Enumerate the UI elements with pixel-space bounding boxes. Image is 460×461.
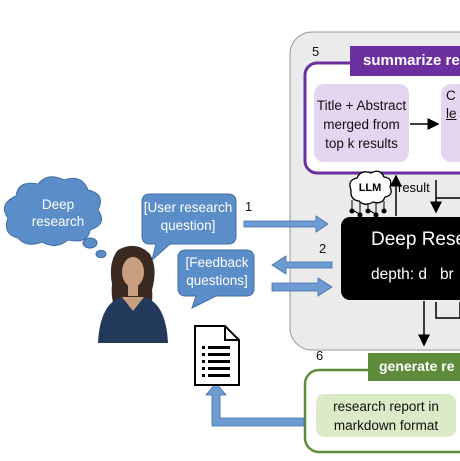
cut-box-top-text: C (446, 88, 456, 103)
feedback-callout-text: [Feedback questions] (185, 255, 249, 288)
user-question-callout (141, 193, 237, 262)
core-title: Deep Rese (371, 229, 460, 250)
summarize-header: summarize rese (363, 52, 460, 69)
generate-header: generate re (379, 358, 455, 374)
document-icon (194, 325, 240, 386)
generate-header-bg (368, 353, 460, 381)
core-params: depth: d br (371, 266, 454, 283)
summarize-header-bg (350, 46, 460, 76)
loop-line (435, 302, 460, 319)
thought-cloud-text: Deep research (31, 197, 85, 229)
arrow-2-left (271, 255, 333, 275)
step-number-5: 5 (312, 44, 320, 59)
arrow-1 (243, 215, 329, 233)
thought-cloud-icon (3, 176, 107, 259)
person-icon (98, 245, 168, 343)
arrow-2-right (271, 277, 333, 297)
step-number-6: 6 (316, 348, 324, 363)
arrow-6 (205, 382, 305, 427)
llm-badge: LLM (358, 182, 382, 194)
cut-box-text: le (446, 106, 457, 121)
user-question-callout-text: [User research question] (143, 200, 233, 233)
output-box-text: research report in markdown format (333, 399, 439, 433)
merge-box-text: Title + Abstract merged from top k resul… (316, 98, 407, 151)
step-number-2: 2 (319, 241, 327, 256)
core-box (341, 217, 460, 300)
result-label: result (398, 180, 430, 195)
cut-box (441, 84, 460, 162)
output-box (316, 394, 456, 437)
step-number-1: 1 (245, 199, 253, 214)
feedback-callout (177, 249, 255, 309)
llm-network-icon (349, 170, 392, 218)
merge-box (314, 84, 409, 162)
